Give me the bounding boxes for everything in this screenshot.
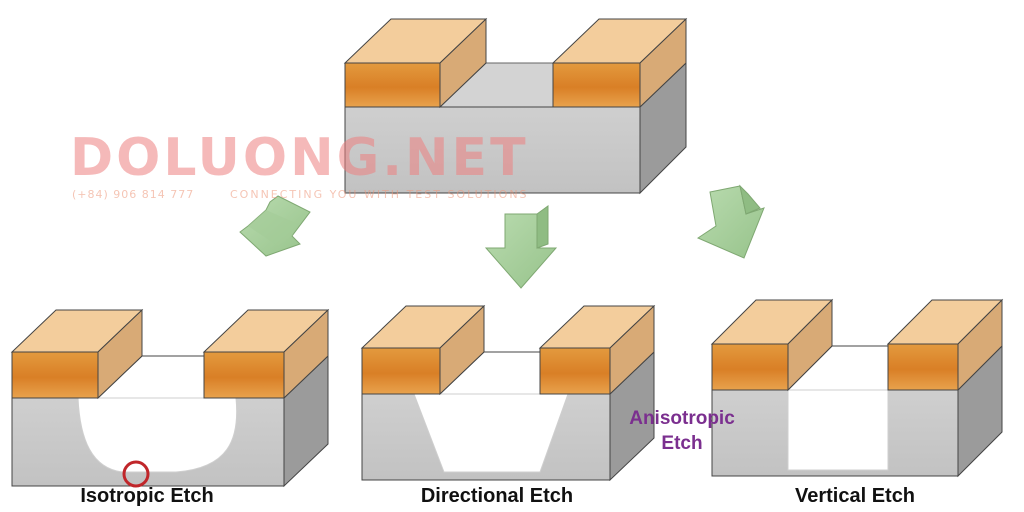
- directional-etch-cavity: [413, 393, 569, 473]
- directional-mask-right-front: [539, 347, 611, 395]
- isotropic-mask-right-front: [203, 351, 285, 399]
- directional-wafer: [360, 304, 656, 482]
- caption-vertical-etch: Vertical Etch: [794, 485, 916, 507]
- vertical-wafer: [710, 298, 1004, 478]
- anisotropic-annotation-line1: Anisotropic: [629, 408, 735, 429]
- initial-substrate-front: [344, 106, 641, 194]
- directional-mask-left-front: [361, 347, 441, 395]
- arrow-to-directional: [484, 205, 558, 289]
- initial-mask-right-front: [552, 62, 641, 108]
- isotropic-wafer: [10, 308, 330, 488]
- caption-directional-etch: Directional Etch: [420, 485, 574, 507]
- vertical-etch-cavity: [787, 389, 889, 471]
- arrow-to-isotropic: [239, 195, 311, 257]
- watermark-phone: (+84) 906 814 777: [72, 188, 195, 201]
- isotropic-etch-cavity: [77, 397, 238, 473]
- vertical-mask-left-front: [711, 343, 789, 391]
- watermark-title: DOLUONG.NET: [70, 128, 529, 188]
- caption-isotropic-etch: Isotropic Etch: [80, 485, 214, 507]
- anisotropic-annotation: Anisotropic Etch: [612, 406, 752, 456]
- anisotropic-annotation-line2: Etch: [661, 433, 703, 454]
- initial-wafer: [343, 17, 688, 195]
- arrow-to-vertical: [696, 184, 765, 259]
- isotropic-mask-left-front: [11, 351, 99, 399]
- watermark-tagline: CONNECTING YOU WITH TEST SOLUTIONS: [230, 188, 529, 201]
- undercut-highlight-circle: [122, 460, 150, 488]
- vertical-mask-right-front: [887, 343, 959, 391]
- initial-mask-left-front: [344, 62, 441, 108]
